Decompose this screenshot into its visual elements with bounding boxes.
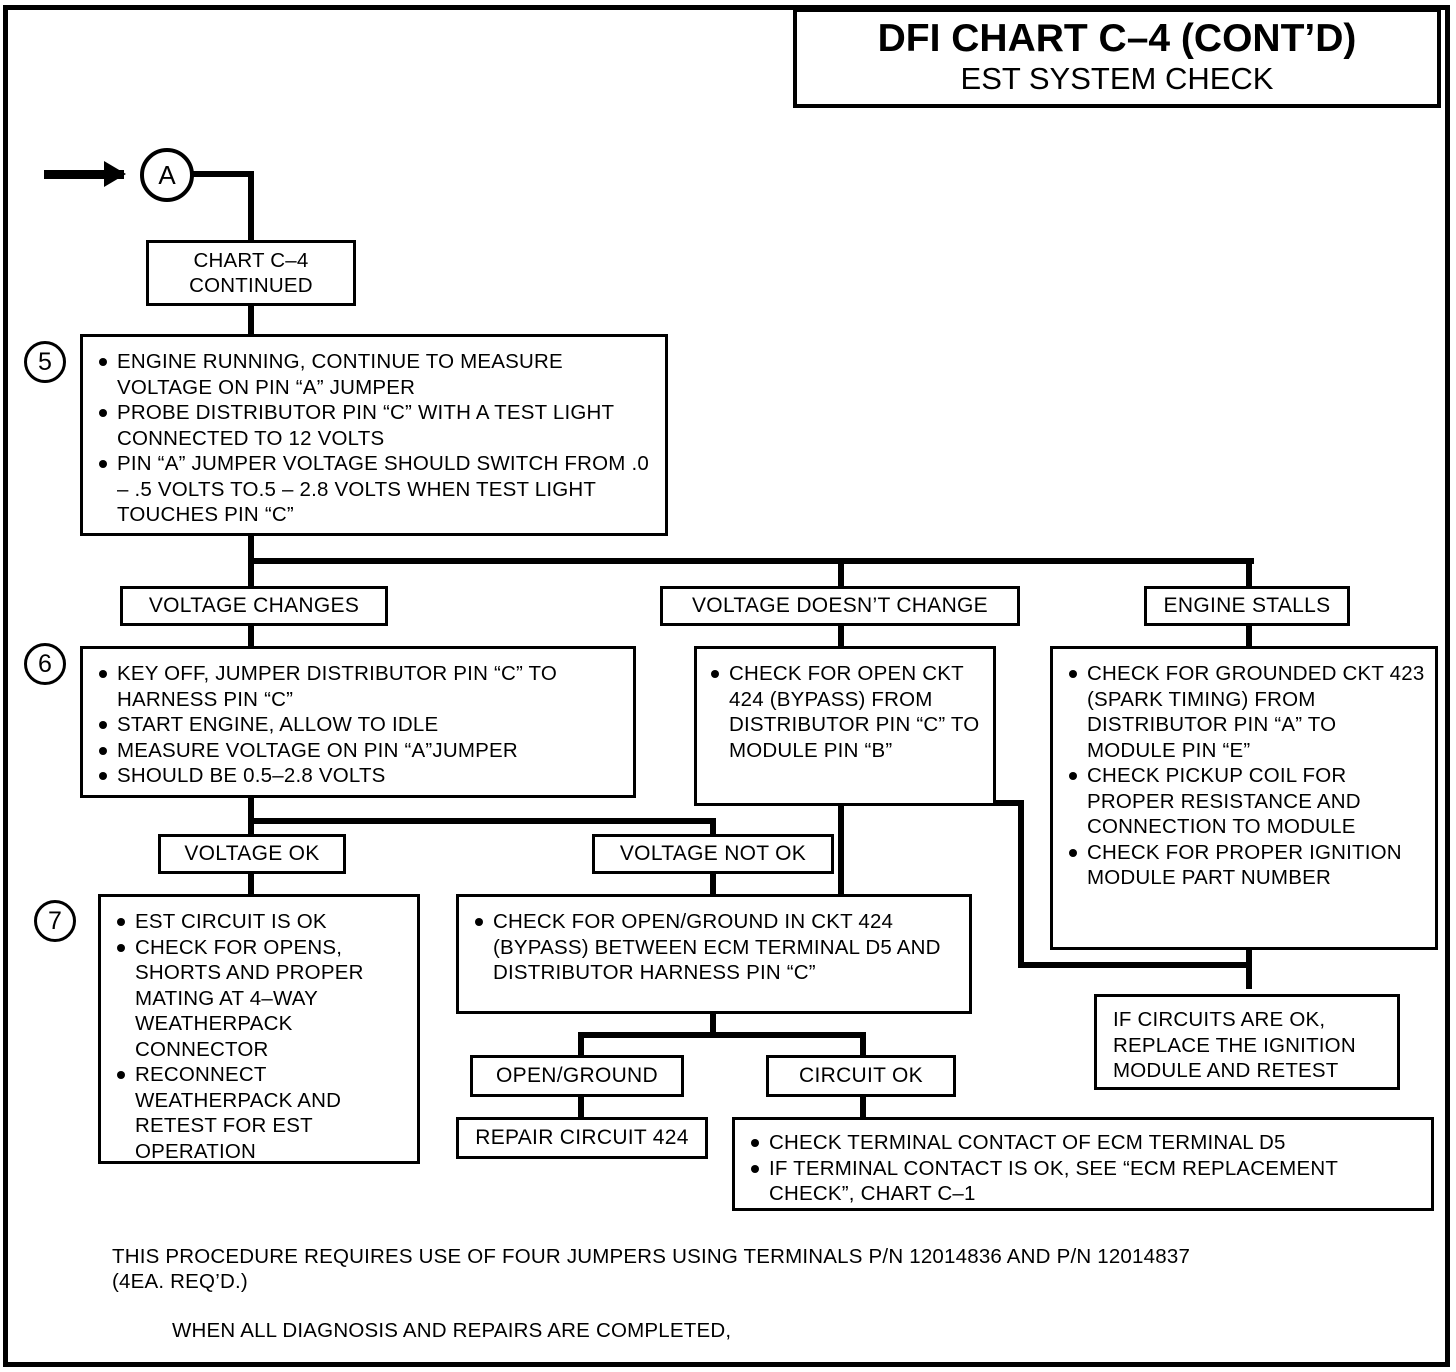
step6-bullet-4: SHOULD BE 0.5–2.8 VOLTS [95,763,625,789]
step5-label: 5 [38,347,52,376]
step6-bullet-3: MEASURE VOLTAGE ON PIN “A”JUMPER [95,738,625,764]
circuit-ok-label: CIRCUIT OK [799,1064,923,1087]
voltage-changes-label: VOLTAGE CHANGES [148,594,360,617]
step6-bullet-1: KEY OFF, JUMPER DISTRIBUTOR PIN “C” TO H… [95,661,625,712]
connector-a-to-chart-v [248,171,254,243]
check-open-ground-bullet-list: CHECK FOR OPEN/GROUND IN CKT 424 (BYPASS… [471,909,959,986]
replace-ignition-line1: IF CIRCUITS ARE OK, [1113,1008,1326,1031]
step5-bullet-1: ENGINE RUNNING, CONTINUE TO MEASURE VOLT… [95,349,655,400]
entry-arrow-shaft [44,170,124,179]
node-ecm-terminal-check: CHECK TERMINAL CONTACT OF ECM TERMINAL D… [732,1117,1434,1211]
node-check-grounded-ckt423: CHECK FOR GROUNDED CKT 423 (SPARK TIMING… [1050,646,1438,950]
split-drop-open-ground [578,1032,584,1058]
bus-drop-voltage-doesnt-change [838,558,844,590]
branch-bus-horizontal [248,558,1254,564]
chart-continued-to-step5-v [248,303,254,337]
step7-bullet-1: EST CIRCUIT IS OK [113,909,411,935]
step6-label: 6 [38,649,52,678]
split-drop-circuit-ok [860,1032,866,1058]
footer-closing: WHEN ALL DIAGNOSIS AND REPAIRS ARE COMPL… [172,1319,732,1342]
step6-to-voltage-not-ok-h [248,818,716,824]
node-repair-circuit-424: REPAIR CIRCUIT 424 [456,1117,708,1159]
check-grounded-ckt423-bullet-2: CHECK PICKUP COIL FOR PROPER RESISTANCE … [1065,763,1427,840]
entry-arrow-head [104,161,126,187]
node-step7-box: EST CIRCUIT IS OK CHECK FOR OPENS, SHORT… [98,894,420,1164]
connector-a-circle: A [140,148,194,202]
open-ground-out-v [710,1011,716,1035]
voltage-ok-to-step7-v [248,872,254,896]
voltage-not-ok-to-box-v [710,872,716,896]
node-voltage-doesnt-change: VOLTAGE DOESN’T CHANGE [660,586,1020,626]
voltage-doesnt-change-label: VOLTAGE DOESN’T CHANGE [692,594,988,617]
step7-bullet-2: CHECK FOR OPENS, SHORTS AND PROPER MATIN… [113,935,411,1063]
chart-title-box: DFI CHART C–4 (CONT’D) EST SYSTEM CHECK [793,8,1441,108]
ecm-terminal-check-bullet-list: CHECK TERMINAL CONTACT OF ECM TERMINAL D… [747,1130,1421,1207]
step-number-7: 7 [34,900,76,942]
step5-bullet-2: PROBE DISTRIBUTOR PIN “C” WITH A TEST LI… [95,400,655,451]
node-check-open-ckt424: CHECK FOR OPEN CKT 424 (BYPASS) FROM DIS… [694,646,996,806]
node-engine-stalls: ENGINE STALLS [1144,586,1350,626]
step5-bullet-list: ENGINE RUNNING, CONTINUE TO MEASURE VOLT… [95,349,655,528]
ckt424-out-v [838,803,844,963]
chart-title-subtitle: EST SYSTEM CHECK [960,61,1274,97]
ecm-terminal-check-bullet-1: CHECK TERMINAL CONTACT OF ECM TERMINAL D… [747,1130,1421,1156]
node-check-open-ground: CHECK FOR OPEN/GROUND IN CKT 424 (BYPASS… [456,894,972,1014]
connector-a-label: A [158,159,176,190]
node-voltage-ok: VOLTAGE OK [158,834,346,874]
check-open-ckt424-bullet-list: CHECK FOR OPEN CKT 424 (BYPASS) FROM DIS… [707,661,985,763]
engine-stalls-to-box-v [1246,624,1252,648]
check-grounded-ckt423-bullet-list: CHECK FOR GROUNDED CKT 423 (SPARK TIMING… [1065,661,1427,891]
step6-out-v [248,795,254,835]
footer-note-line2: (4EA. REQ’D.) [112,1270,248,1293]
connector-a-to-chart-h [190,171,254,177]
voltage-doesnt-change-to-box-v [838,624,844,648]
node-circuit-ok: CIRCUIT OK [766,1055,956,1097]
voltage-not-ok-label: VOLTAGE NOT OK [619,842,807,865]
node-step5-box: ENGINE RUNNING, CONTINUE TO MEASURE VOLT… [80,334,668,536]
node-open-ground: OPEN/GROUND [470,1055,684,1097]
ecm-terminal-check-bullet-2: IF TERMINAL CONTACT IS OK, SEE “ECM REPL… [747,1156,1421,1207]
check-open-ground-bullet-1: CHECK FOR OPEN/GROUND IN CKT 424 (BYPASS… [471,909,959,986]
engine-stalls-label: ENGINE STALLS [1163,594,1331,617]
step6-bullet-list: KEY OFF, JUMPER DISTRIBUTOR PIN “C” TO H… [95,661,625,789]
open-ground-to-repair-v [578,1094,584,1118]
step7-label: 7 [48,906,62,935]
repair-circuit-424-label: REPAIR CIRCUIT 424 [475,1126,689,1149]
node-chart-c4-continued: CHART C–4 CONTINUED [146,240,356,306]
step7-bullet-3: RECONNECT WEATHERPACK AND RETEST FOR EST… [113,1062,411,1164]
open-ground-label: OPEN/GROUND [496,1064,658,1087]
chart-continued-line1: CHART C–4 [193,248,309,272]
step-number-5: 5 [24,341,66,383]
footer-note: THIS PROCEDURE REQUIRES USE OF FOUR JUMP… [112,1244,1402,1294]
engine-stalls-out-v [1246,947,1252,989]
footer-note-line1: THIS PROCEDURE REQUIRES USE OF FOUR JUMP… [112,1245,1191,1268]
circuit-ok-to-ecm-v [860,1094,866,1118]
replace-ignition-line3: MODULE AND RETEST [1113,1059,1339,1082]
node-voltage-not-ok: VOLTAGE NOT OK [592,834,834,874]
voltage-not-ok-feed-v [710,818,716,838]
ckt424-bridge-h [1018,962,1252,968]
node-voltage-changes: VOLTAGE CHANGES [120,586,388,626]
step5-bullet-3: PIN “A” JUMPER VOLTAGE SHOULD SWITCH FRO… [95,451,655,528]
check-open-ckt424-bullet-1: CHECK FOR OPEN CKT 424 (BYPASS) FROM DIS… [707,661,985,763]
check-grounded-ckt423-bullet-1: CHECK FOR GROUNDED CKT 423 (SPARK TIMING… [1065,661,1427,763]
bus-drop-engine-stalls [1246,558,1252,590]
step-number-6: 6 [24,643,66,685]
step7-bullet-list: EST CIRCUIT IS OK CHECK FOR OPENS, SHORT… [113,909,411,1164]
bus-drop-voltage-changes [248,558,254,590]
step5-out-v [248,533,254,563]
open-ground-split-h [578,1032,866,1038]
voltage-ok-label: VOLTAGE OK [184,842,320,865]
voltage-changes-to-step6-v [248,624,254,648]
step6-bullet-2: START ENGINE, ALLOW TO IDLE [95,712,625,738]
replace-ignition-line2: REPLACE THE IGNITION [1113,1033,1356,1057]
page-border [3,5,1450,1367]
chart-continued-line2: CONTINUED [189,274,313,297]
chart-title-main: DFI CHART C–4 (CONT’D) [877,17,1357,61]
node-replace-ignition-module: IF CIRCUITS ARE OK, REPLACE THE IGNITION… [1094,994,1400,1090]
ckt424-bridge-v [1018,800,1024,968]
node-step6-box: KEY OFF, JUMPER DISTRIBUTOR PIN “C” TO H… [80,646,636,798]
check-grounded-ckt423-bullet-3: CHECK FOR PROPER IGNITION MODULE PART NU… [1065,840,1427,891]
